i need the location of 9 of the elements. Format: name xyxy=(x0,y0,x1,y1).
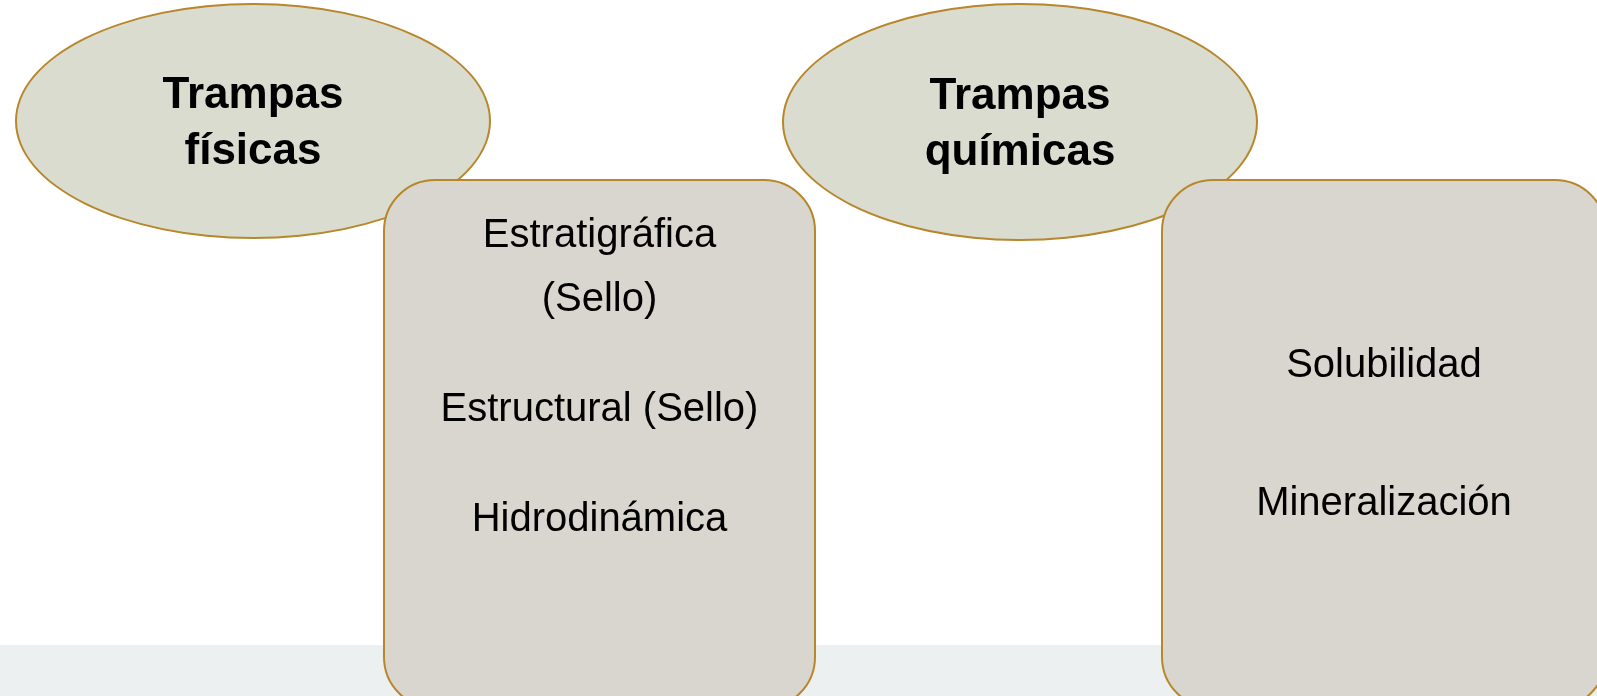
category-title: Trampas físicas xyxy=(161,67,345,175)
trap-type: Estratigráfica (Sello) xyxy=(481,210,718,321)
trap-type: Hidrodinámica xyxy=(471,494,728,541)
trap-type: Mineralización xyxy=(1256,478,1512,525)
category-title: Trampas químicas xyxy=(923,68,1117,176)
type-list-box xyxy=(1161,179,1597,696)
trap-type: Solubilidad xyxy=(1286,340,1482,387)
trap-type: Estructural (Sello) xyxy=(440,384,759,431)
type-list-box xyxy=(383,179,816,696)
